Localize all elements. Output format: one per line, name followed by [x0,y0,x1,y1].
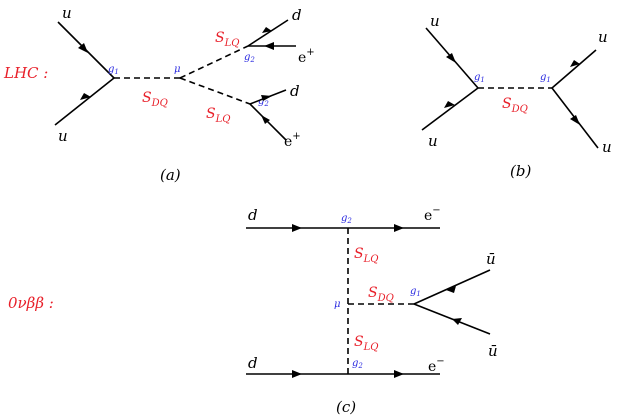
slq-propagator-bottom-a [179,77,251,105]
coupling-g1-right-b: g1 [540,72,551,84]
arrow-d-top-c [292,224,302,232]
coupling-g2-bottom-a: g2 [258,96,269,108]
arrow-ubar-top-c [446,286,456,293]
arrow-e-bottom-c [394,370,404,378]
arrow-u-out-top-b [570,60,580,67]
label-d-bottom-c: d [248,354,258,372]
label-ubar-top-c: ū [486,250,496,268]
line-e-bottom-a [249,103,287,141]
quark-line-bottom [54,77,115,126]
quark-label-top: u [62,4,72,22]
label-e-bottom-a: e+ [284,131,301,150]
label-d-top-a: d [292,6,302,24]
line-d-top-a [247,19,289,47]
label-u-in-top-b: u [430,12,440,30]
coupling-mu-c: μ [334,299,341,310]
lhc-section-label: LHC : [3,64,48,82]
arrow-u-in-top-b [446,53,456,63]
diagram-c: 0νββ : d e− g2 d e− g2 SLQ SLQ μ SDQ g1 … [8,205,498,416]
label-d-bottom-a: d [290,82,300,100]
coupling-g2-top-a: g2 [244,52,255,64]
arrow-e-top-a [264,42,274,50]
label-ubar-bottom-c: ū [488,342,498,360]
label-u-in-bottom-b: u [428,132,438,150]
slq-label-bottom-c: SLQ [354,334,378,353]
label-d-top-c: d [248,206,258,224]
label-e-bottom-c: e− [428,356,445,375]
panel-label-b: (b) [510,162,531,180]
sdq-label-c: SDQ [368,285,394,304]
slq-label-top-a: SLQ [215,30,239,49]
slq-label-bottom-a: SLQ [206,106,230,125]
arrow-e-bottom-a [261,115,270,124]
sdq-label-a: SDQ [142,90,168,109]
label-u-out-top-b: u [598,28,608,46]
sdq-label-b: SDQ [502,96,528,115]
coupling-mu-a: μ [174,64,181,75]
arrow-e-top-c [394,224,404,232]
arrow-d-top-a [262,27,272,33]
arrow-d-bottom-c [292,370,302,378]
arrow-ubar-bottom-c [452,318,462,325]
slq-label-top-c: SLQ [354,246,378,265]
arrow-d-bottom-a [261,95,272,101]
coupling-g2-top-c: g2 [341,213,352,225]
line-u-in-bottom-b [421,87,479,131]
coupling-g2-bottom-c: g2 [352,358,363,370]
slq-propagator-top-a [179,45,249,79]
diagram-a: LHC : u u g1 SDQ μ SLQ g2 d e+ SLQ g2 d [3,4,315,184]
label-u-out-bottom-b: u [602,138,612,156]
0vbb-section-label: 0νββ : [8,294,54,312]
coupling-g1-left-b: g1 [474,72,485,84]
coupling-g1-c: g1 [410,286,421,298]
arrow-top-in [78,43,88,53]
quark-label-bottom: u [58,127,68,145]
label-e-top-a: e+ [298,47,315,66]
panel-label-c: (c) [336,398,356,416]
panel-label-a: (a) [160,166,181,184]
label-e-top-c: e− [424,205,441,224]
arrow-bottom-in [80,93,91,100]
line-ubar-top-c [413,269,491,305]
arrow-u-out-bottom-b [570,115,580,125]
arrow-u-in-bottom-b [444,101,455,108]
line-u-out-top-b [551,49,597,89]
diagram-b: u u g1 SDQ g1 u u (b) [421,12,612,180]
coupling-g1-left: g1 [108,64,119,76]
